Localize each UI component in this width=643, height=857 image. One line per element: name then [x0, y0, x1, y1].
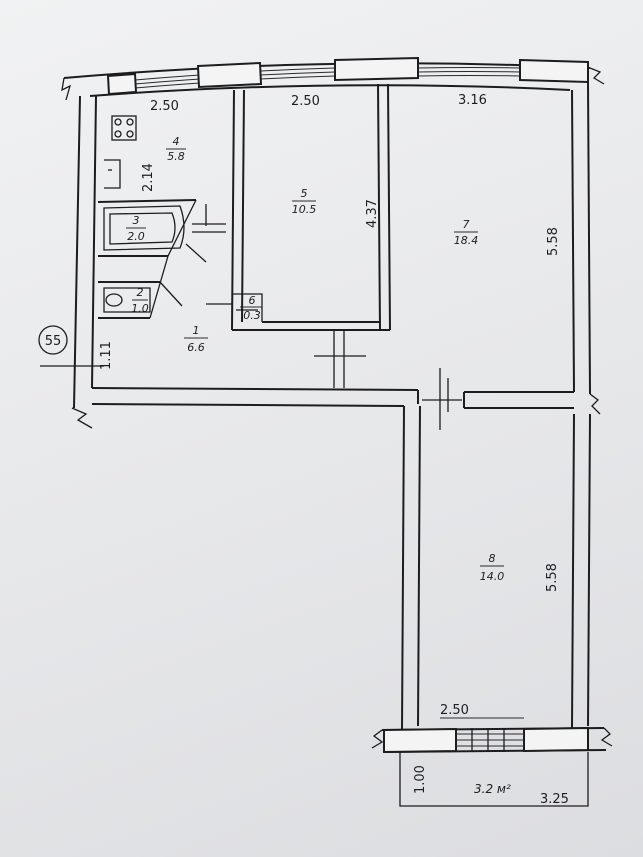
svg-text:5.8: 5.8: [167, 150, 185, 163]
svg-text:3: 3: [133, 214, 140, 227]
room-5-walls: [231, 83, 391, 388]
svg-text:7: 7: [463, 218, 470, 231]
dim-room4-depth: 2.14: [141, 163, 156, 192]
kitchen-bath-area: [97, 115, 232, 319]
dim-room7-depth: 5.58: [546, 227, 561, 256]
dim-room4-width: 2.50: [150, 99, 179, 114]
dim-corridor-width: 1.11: [99, 341, 114, 370]
svg-text:2.0: 2.0: [127, 230, 145, 243]
room-5-label: 5 10.5: [292, 187, 317, 216]
dim-balcony-depth: 1.00: [413, 765, 428, 794]
marker-55: 55: [38, 325, 104, 367]
room-3-label: 3 2.0: [126, 214, 146, 243]
room-4-label: 4 5.8: [166, 135, 186, 163]
svg-text:14.0: 14.0: [480, 570, 505, 583]
svg-text:8: 8: [489, 552, 496, 565]
room-8-walls: [401, 405, 421, 731]
dim-room8-depth: 5.58: [545, 563, 560, 592]
dim-room5-width: 2.50: [291, 94, 320, 109]
dimensions: 2.50 2.50 3.16 2.14 4.37 5.58 5.58 1.11 …: [99, 93, 569, 807]
dim-room7-width: 3.16: [458, 93, 487, 108]
balcony-area: 3.2 м²: [474, 782, 511, 796]
svg-text:6.6: 6.6: [187, 341, 205, 354]
middle-wall: [91, 368, 574, 430]
marker-55-label: 55: [45, 334, 62, 349]
svg-text:0.3: 0.3: [243, 309, 261, 322]
top-wall: [61, 56, 605, 101]
room-2-label: 2 1.0: [131, 286, 149, 315]
svg-text:18.4: 18.4: [454, 234, 479, 247]
svg-text:4: 4: [173, 135, 180, 148]
dim-balcony-width: 2.50: [440, 703, 469, 718]
balcony: [371, 717, 613, 807]
svg-text:10.5: 10.5: [292, 203, 317, 216]
left-wall: [71, 95, 97, 429]
dim-room5-depth: 4.37: [365, 199, 380, 228]
room-7-label: 7 18.4: [454, 218, 479, 247]
svg-text:1: 1: [193, 324, 200, 337]
svg-text:1.0: 1.0: [131, 302, 149, 315]
svg-text:5: 5: [301, 187, 308, 200]
room-labels: 4 5.8 5 10.5 3 2.0 7 18.4 2 1.0 6 0.3: [126, 135, 504, 583]
right-wall: [571, 81, 601, 729]
dim-balcony-length: 3.25: [540, 792, 569, 807]
room-8-label: 8 14.0: [480, 552, 505, 583]
room-1-label: 1 6.6: [184, 324, 208, 354]
svg-text:2: 2: [137, 286, 144, 299]
svg-text:6: 6: [249, 294, 256, 307]
room-6-label: 6 0.3: [240, 294, 262, 322]
